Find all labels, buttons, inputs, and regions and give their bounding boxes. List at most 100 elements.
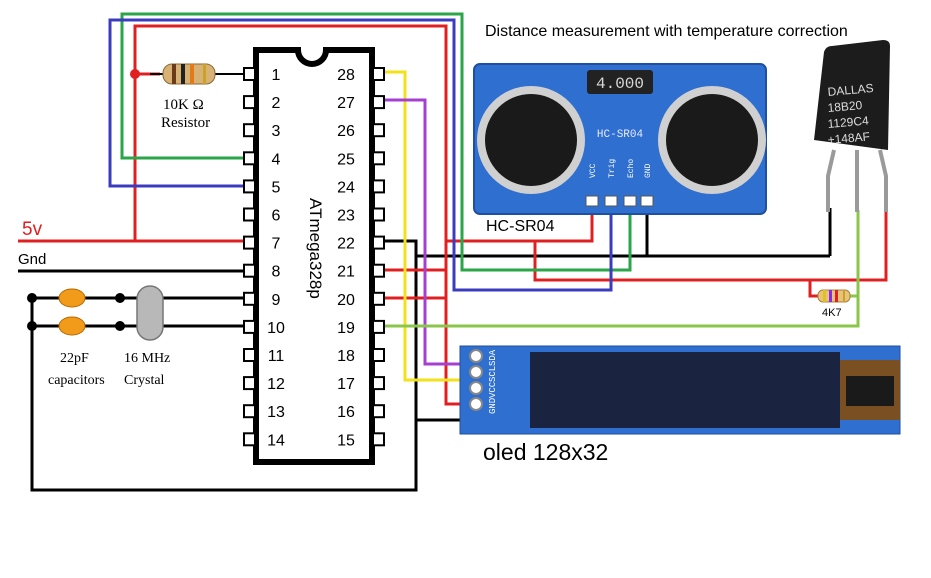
oled-pin-vcc: VCC [469,381,498,398]
resistor-10k-caption: Resistor [161,115,210,131]
chip-pin-label: 17 [337,376,355,393]
chip-pin-label: 1 [272,67,281,84]
chip-pin-15: 15 [337,432,385,449]
sonar-pin-echo: Echo [623,159,637,207]
sonar-board-text: HC-SR04 [597,129,644,141]
sonar-pin-vcc: VCC [585,163,599,207]
temp-sensor-legs [826,149,888,212]
chip-pin-label: 28 [337,67,355,84]
chip-pin-13: 13 [243,404,285,421]
oled-pin-gnd: GND [469,397,498,414]
chip-pin-22: 22 [337,235,385,253]
chip-pin-1: 1 [243,67,281,84]
vcc-label: 5v [22,219,43,240]
crystal-caption: Crystal [124,373,165,388]
chip-pin-27: 27 [337,95,385,112]
resistor-10k-value: 10K Ω [163,97,204,113]
chip-pin-4: 4 [243,151,281,168]
capacitors-caption: capacitors [48,373,105,388]
chip-pin-21: 21 [337,263,385,281]
right-pin-column: 28 27 26 25 24 23 22 21 20 19 18 17 16 15 [337,67,385,449]
chip-pin-7: 7 [243,235,281,253]
chip-pin-label: 13 [267,404,285,421]
chip-pin-label: 2 [272,95,281,112]
capacitors-value: 22pF [60,351,89,366]
temp-line-2: 18B20 [827,98,863,115]
chip-pin-label: 12 [267,376,285,393]
data-wire [384,210,860,328]
chip-pin-19: 19 [337,319,385,337]
chip-pin-28: 28 [337,67,385,84]
chip-pin-25: 25 [337,151,385,168]
chip-pin-label: 16 [337,404,355,421]
sonar-pin-label: GND [644,163,653,178]
crystal: 16 MHz Crystal [124,285,170,388]
sonar-pin-label: Echo [627,159,636,178]
chip-pin-label: 4 [272,151,281,168]
chip-pin-label: 8 [272,264,281,281]
chip-pin-23: 23 [337,207,385,225]
sonar-pin-header: VCC Trig Echo GND [585,159,654,207]
resistor-4k7: 4K7 [817,289,851,319]
gnd-label: Gnd [18,251,46,268]
diagram-title: Distance measurement with temperature co… [485,23,848,40]
chip-pin-label: 23 [337,208,355,225]
ultrasonic-label: HC-SR04 [486,218,555,235]
chip-pin-6: 6 [243,207,281,225]
oled-pin-label: SCL [488,366,498,382]
oled-screen [530,352,840,428]
chip-pin-label: 27 [337,95,355,112]
vcc-wires [18,24,888,406]
chip-pin-5: 5 [243,179,281,196]
oled-pin-label: VCC [488,381,498,398]
chip-pin-16: 16 [337,404,385,421]
chip-name: ATmega328p [306,198,325,299]
oled-pin-scl: SCL [469,365,498,382]
blue-wire [108,18,613,292]
chip-pin-label: 19 [337,320,355,337]
sonar-pin-label: Trig [608,159,617,178]
temp-line-1: DALLAS [827,81,874,99]
chip-pin-26: 26 [337,123,385,140]
chip-pin-label: 26 [337,123,355,140]
chip-pin-3: 3 [243,123,281,140]
purple-wire [384,98,460,366]
chip-pin-label: 11 [268,348,285,365]
oled-label: oled 128x32 [483,439,608,465]
chip-pin-17: 17 [337,376,385,393]
chip-pin-label: 25 [337,151,355,168]
chip-pin-label: 6 [272,208,281,225]
chip-pin-8: 8 [243,263,281,281]
chip-pin-2: 2 [243,95,281,112]
ultrasonic-sensor: 4.000 HC-SR04 VCC Trig Echo GND [473,63,767,215]
temp-line-4: +148AF [827,129,870,147]
wires [18,12,888,492]
sonar-display: 4.000 [596,75,644,93]
chip-pin-10: 10 [243,319,285,337]
chip-pin-9: 9 [243,291,281,309]
chip-pin-18: 18 [337,348,385,365]
chip-pin-label: 7 [272,236,281,253]
resistor-4k7-value: 4K7 [822,307,842,319]
yellow-wire [384,70,460,382]
chip-pin-14: 14 [243,432,285,449]
sonar-pin-label: VCC [589,163,598,178]
chip-pin-24: 24 [337,179,385,196]
chip-pin-label: 24 [337,179,355,196]
chip-pin-label: 5 [272,179,281,196]
chip-pin-label: 18 [337,348,355,365]
chip-pin-label: 3 [272,123,281,140]
chip-pin-label: 9 [272,292,281,309]
oled-pin-label: GND [488,398,498,414]
crystal-value: 16 MHz [124,351,170,366]
capacitors: 22pF capacitors [48,288,105,388]
chip-pin-label: 10 [267,320,285,337]
chip-pin-label: 20 [337,292,355,309]
chip-pin-11: 11 [243,348,285,365]
sonar-pin-gnd: GND [640,163,654,207]
junction-dots [27,69,140,331]
